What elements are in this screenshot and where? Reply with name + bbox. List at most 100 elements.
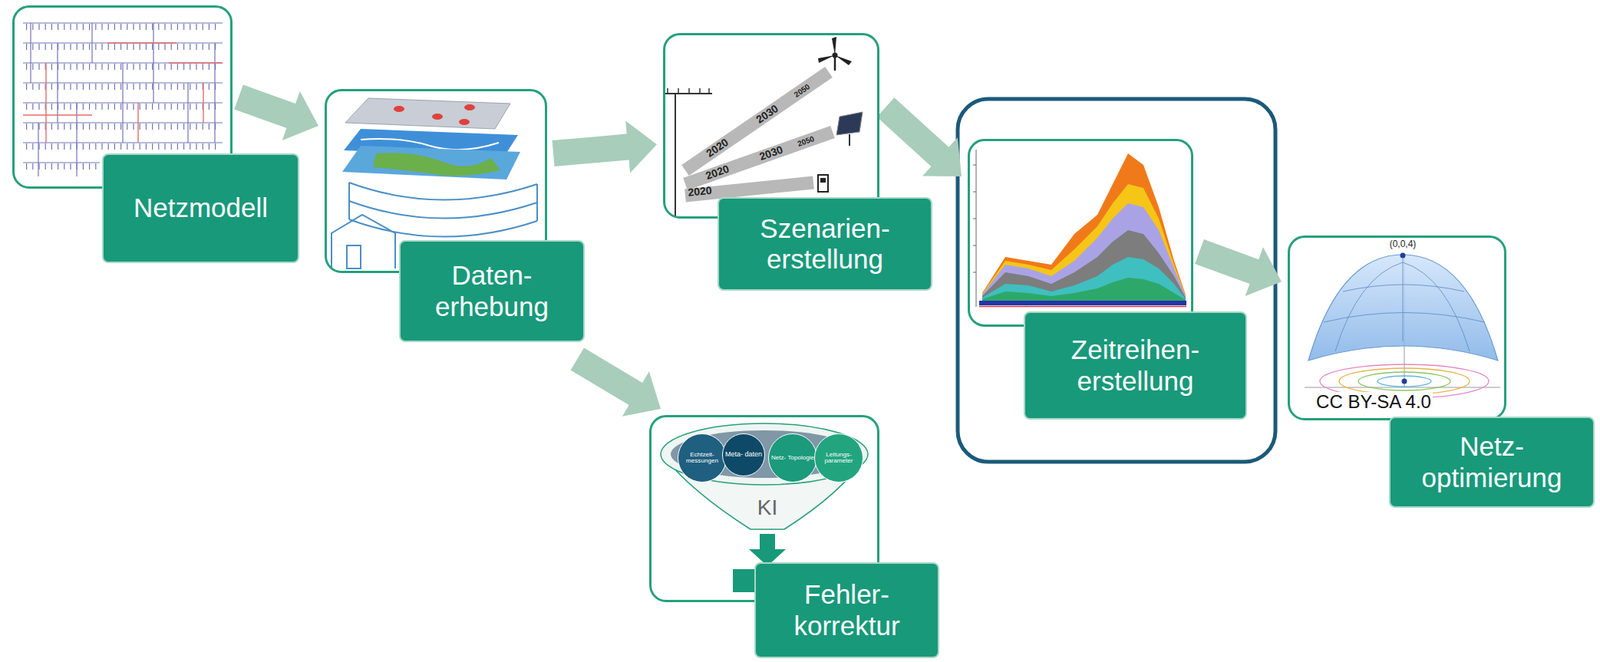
grid-schematic-part-part	[26, 83, 220, 90]
paraboloid-plot-part	[1402, 254, 1404, 342]
input-circle: Leitungs- parameter	[814, 433, 864, 483]
funnel-text: KI	[757, 496, 778, 521]
process-step: Netzmodell	[12, 5, 233, 189]
grid-schematic-part	[23, 42, 223, 143]
input-circle: Echtzeit- messungen	[677, 433, 727, 483]
paraboloid-plot-part	[1400, 253, 1406, 259]
paraboloid-plot-part	[1335, 262, 1403, 352]
grid-schematic-part-part	[26, 143, 220, 150]
scenario-illustration-part	[834, 55, 852, 66]
data-layers-part	[393, 105, 405, 113]
input-circle: Meta- daten	[722, 433, 766, 477]
process-step: Zeitreihen- erstellung	[967, 138, 1194, 327]
grid-schematic-part-part	[23, 22, 223, 24]
circle-label: Echtzeit- messungen	[678, 451, 726, 466]
grid-schematic-part-part	[26, 23, 220, 30]
circle-label: Meta- daten	[725, 451, 763, 459]
grid-schematic-part-part	[168, 62, 223, 63]
circle-label: Leitungs- parameter	[814, 451, 863, 466]
circle-label: Netz- Topologie	[771, 455, 815, 462]
time-series-chart-part-part	[973, 164, 977, 166]
scenario-illustration	[664, 36, 863, 217]
grid-schematic-part-part	[23, 161, 100, 163]
data-layers-part	[348, 182, 350, 220]
grid-schematic-part-part	[26, 43, 220, 50]
data-layers-part	[458, 118, 470, 126]
time-series-chart-part	[979, 300, 1187, 306]
grid-schematic-part-part	[91, 23, 93, 63]
grid-schematic-part-part	[26, 123, 220, 130]
year-tag: 2030	[754, 102, 781, 126]
input-circle: Netz- Topologie	[768, 433, 818, 483]
paraboloid-plot-part	[1339, 368, 1470, 395]
flow-arrow	[1194, 239, 1282, 297]
scenario-illustration-part-part	[666, 88, 669, 94]
grid-schematic-part-part	[202, 82, 204, 123]
grid-schematic-part-part	[152, 23, 154, 103]
scenario-illustration-part	[832, 52, 838, 59]
scenario-illustration-part	[831, 36, 837, 56]
scenario-illustration-part	[836, 112, 863, 136]
time-series-chart-part	[982, 257, 1186, 301]
time-series-chart-part	[976, 149, 977, 307]
data-layers-part	[372, 152, 501, 176]
data-layers-part	[331, 214, 396, 269]
scenario-illustration-part	[818, 174, 829, 192]
grid-schematic-part-part	[56, 42, 58, 123]
scenario-illustration-part-part	[688, 88, 690, 94]
grid-schematic-part-part	[23, 42, 223, 43]
data-layers-part	[349, 201, 538, 219]
flow-arrow	[234, 85, 319, 142]
grid-schematic-part-part	[29, 23, 31, 83]
data-layers-part	[432, 113, 443, 120]
grid-schematic-part-part	[26, 163, 97, 170]
year-tag: 2020	[687, 184, 713, 199]
license-note: CC BY-SA 4.0	[1314, 392, 1433, 413]
point-label: (0,0,4)	[1389, 239, 1417, 250]
paraboloid-plot-part	[1402, 262, 1470, 352]
grid-schematic-part-part	[23, 114, 93, 116]
time-series-chart-part	[973, 164, 977, 273]
step-label: Netzmodell	[102, 153, 300, 264]
grid-schematic-part-part	[26, 63, 220, 70]
paraboloid-plot-part	[1323, 313, 1485, 324]
step-label: Zeitreihen- erstellung	[1023, 311, 1248, 420]
data-layers-part	[345, 98, 511, 129]
funnel-illustration-part	[660, 423, 868, 485]
scenario-illustration-part	[848, 134, 851, 146]
scenario-illustration-part	[667, 88, 710, 94]
time-series-chart-part	[982, 153, 1186, 301]
step-label: Szenarien- erstellung	[717, 197, 933, 291]
scenario-illustration-part	[674, 93, 677, 217]
paraboloid-plot-part	[1308, 254, 1498, 361]
time-series-chart-part	[982, 203, 1186, 301]
highlight-frame	[957, 98, 1276, 462]
step-label: Fehler- korrektur	[754, 562, 940, 659]
paraboloid-plot-part	[1304, 387, 1501, 389]
scenario-illustration-part-part	[699, 88, 701, 94]
grid-schematic-part-part	[45, 62, 47, 143]
time-series-chart-part-part	[973, 245, 977, 247]
grid-schematic-part-part	[122, 62, 123, 143]
time-series-chart-part-part	[973, 191, 977, 193]
paraboloid-plot-part	[1358, 372, 1451, 391]
scenario-illustration-part-part	[677, 88, 680, 94]
scenario-illustration-part	[820, 178, 826, 183]
flow-arrow	[552, 121, 658, 174]
grid-schematic-part-part	[137, 102, 139, 143]
grid-schematic-part-part	[187, 82, 189, 143]
flow-arrow	[570, 347, 661, 416]
paraboloid-plot	[1304, 253, 1501, 400]
step-label: Daten- erhebung	[399, 240, 585, 343]
grid-schematic-part-part	[107, 42, 177, 43]
paraboloid-plot-part	[1377, 376, 1432, 387]
grid-schematic-part	[26, 26, 220, 167]
paraboloid-plot-part	[1402, 379, 1408, 385]
scenario-illustration-part	[685, 131, 833, 185]
data-layers-part	[342, 145, 521, 180]
time-series-chart-part	[982, 277, 1186, 301]
time-series-chart-part	[979, 306, 1187, 308]
grid-schematic-part-part	[26, 103, 220, 110]
year-tag: 2020	[704, 136, 731, 160]
